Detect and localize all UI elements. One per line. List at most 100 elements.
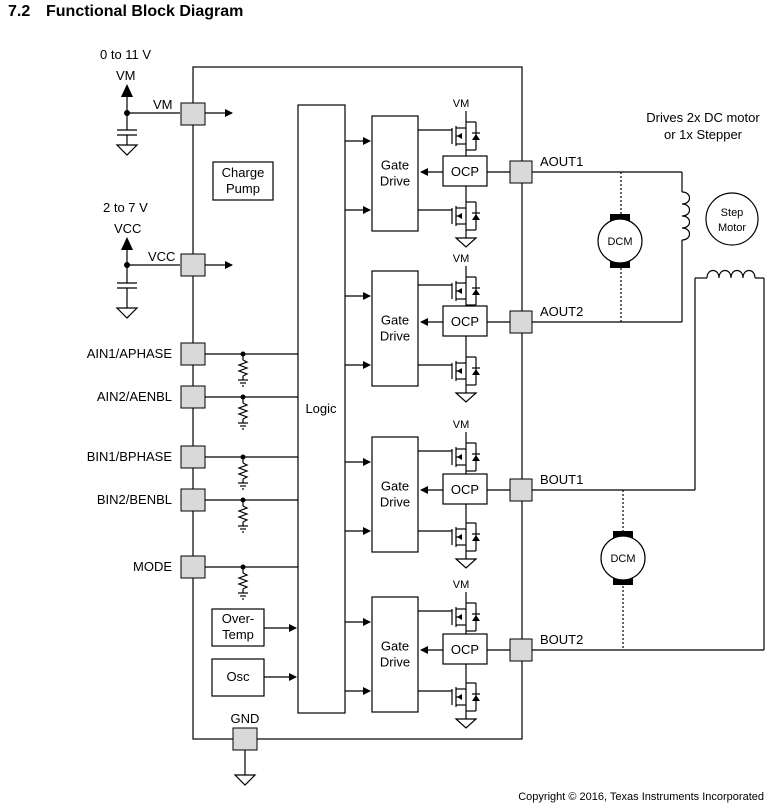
- dc-motor-b: DCM: [600, 531, 646, 585]
- vm-supply: 0 to 11 V VM VM: [100, 47, 233, 156]
- osc-label: Osc: [226, 669, 250, 684]
- input-pin-box: [180, 445, 206, 469]
- vm-rail-label: VM: [453, 253, 470, 265]
- vm-ground-icon: [115, 144, 139, 156]
- low-side-fet-icon: [451, 201, 480, 231]
- input-pin-2: AIN2/AENBL: [97, 385, 298, 430]
- input-pin-box: [180, 385, 206, 409]
- gate-drive-label-1: Gate: [381, 313, 409, 328]
- output-pin: [509, 160, 533, 184]
- dcm-b-label: DCM: [610, 553, 635, 565]
- pulldown-resistor-icon: [237, 402, 249, 420]
- ocp-block: [442, 155, 488, 187]
- gnd-label: GND: [231, 711, 260, 726]
- input-pin-box: [180, 488, 206, 512]
- high-side-fet-icon: [451, 442, 480, 472]
- gate-drive-label-2: Drive: [380, 174, 410, 189]
- output-pin-label: AOUT1: [540, 154, 583, 169]
- vm-rail-label: VM: [453, 419, 470, 431]
- input-pin-box: [180, 342, 206, 366]
- vm-pin: [180, 102, 206, 126]
- ocp-block: [442, 305, 488, 337]
- stepper-coil-b: [694, 269, 765, 650]
- vm-rail-label: VM: [453, 98, 470, 110]
- ocp-label: OCP: [451, 164, 479, 179]
- input-pin-label: MODE: [133, 559, 172, 574]
- logic-block: [297, 104, 346, 714]
- ocp-label: OCP: [451, 314, 479, 329]
- over-temp-label-2: Temp: [222, 627, 254, 642]
- low-side-fet-icon: [451, 682, 480, 712]
- high-side-fet-icon: [451, 121, 480, 151]
- gate-drive-block: [371, 596, 419, 713]
- input-pin-box: [180, 555, 206, 579]
- section-title: Functional Block Diagram: [46, 3, 243, 20]
- low-side-fet-icon: [451, 356, 480, 386]
- vm-supply-arrow-icon: [121, 84, 133, 97]
- output-pin-label: BOUT2: [540, 632, 583, 647]
- dc-motor-a: DCM: [597, 214, 643, 268]
- input-pin-3: BIN1/BPHASE: [87, 445, 298, 490]
- vcc-range-label: 2 to 7 V: [103, 200, 148, 215]
- gate-drive-block: [371, 270, 419, 387]
- vcc-pin-label: VCC: [148, 249, 175, 264]
- gate-drive-block: [371, 115, 419, 232]
- driver-channels: GateDriveVMOCPAOUT1GateDriveVMOCPAOUT2Ga…: [345, 98, 583, 729]
- step-motor-label-2: Motor: [718, 222, 746, 234]
- ground-icon: [454, 718, 478, 729]
- ground-icon: [454, 237, 478, 248]
- ocp-block: [442, 633, 488, 665]
- charge-pump-block: [212, 161, 274, 201]
- vcc-pin: [180, 253, 206, 277]
- input-pin-label: BIN2/BENBL: [97, 492, 172, 507]
- input-pin-1: AIN1/APHASE: [87, 342, 298, 387]
- gate-drive-label-2: Drive: [380, 495, 410, 510]
- ocp-label: OCP: [451, 482, 479, 497]
- pulldown-resistor-icon: [237, 462, 249, 480]
- output-pin: [509, 478, 533, 502]
- vm-rail-label: VM: [453, 579, 470, 591]
- ocp-block: [442, 473, 488, 505]
- osc-block: [211, 658, 265, 697]
- pulldown-resistor-icon: [237, 359, 249, 377]
- gnd-pin: [232, 727, 258, 751]
- vm-pin-label: VM: [153, 97, 173, 112]
- charge-pump-label-1: Charge: [222, 165, 265, 180]
- vcc-ground-icon: [115, 307, 139, 319]
- low-side-fet-icon: [451, 522, 480, 552]
- vcc-supply-arrow-icon: [121, 237, 133, 250]
- output-pin: [509, 310, 533, 334]
- output-pin: [509, 638, 533, 662]
- vcc-supply: 2 to 7 V VCC VCC: [103, 200, 233, 319]
- gate-drive-label-1: Gate: [381, 639, 409, 654]
- gnd-ground-icon: [233, 774, 257, 786]
- ocp-label: OCP: [451, 642, 479, 657]
- pulldown-resistor-icon: [237, 572, 249, 590]
- gate-drive-block: [371, 436, 419, 553]
- charge-pump-label-2: Pump: [226, 181, 260, 196]
- ground-icon: [454, 392, 478, 403]
- step-motor-label-1: Step: [721, 207, 744, 219]
- copyright: Copyright © 2016, Texas Instruments Inco…: [518, 791, 764, 803]
- gate-drive-label-2: Drive: [380, 329, 410, 344]
- over-temp-block: [211, 608, 265, 647]
- gate-drive-label-2: Drive: [380, 655, 410, 670]
- logic-label: Logic: [305, 401, 337, 416]
- pulldown-resistor-icon: [237, 505, 249, 523]
- load-note-2: or 1x Stepper: [664, 127, 743, 142]
- gate-drive-label-1: Gate: [381, 158, 409, 173]
- input-pin-5: MODE: [133, 555, 298, 600]
- section-number: 7.2: [8, 3, 30, 20]
- load-note-1: Drives 2x DC motor: [646, 110, 760, 125]
- input-pins: AIN1/APHASE AIN2/AENBL BIN1/BPHASE BIN2/BEN…: [87, 342, 298, 600]
- vm-supply-label: VM: [116, 68, 136, 83]
- input-pin-label: AIN1/APHASE: [87, 346, 173, 361]
- gate-drive-label-1: Gate: [381, 479, 409, 494]
- dcm-a-label: DCM: [607, 236, 632, 248]
- high-side-fet-icon: [451, 602, 480, 632]
